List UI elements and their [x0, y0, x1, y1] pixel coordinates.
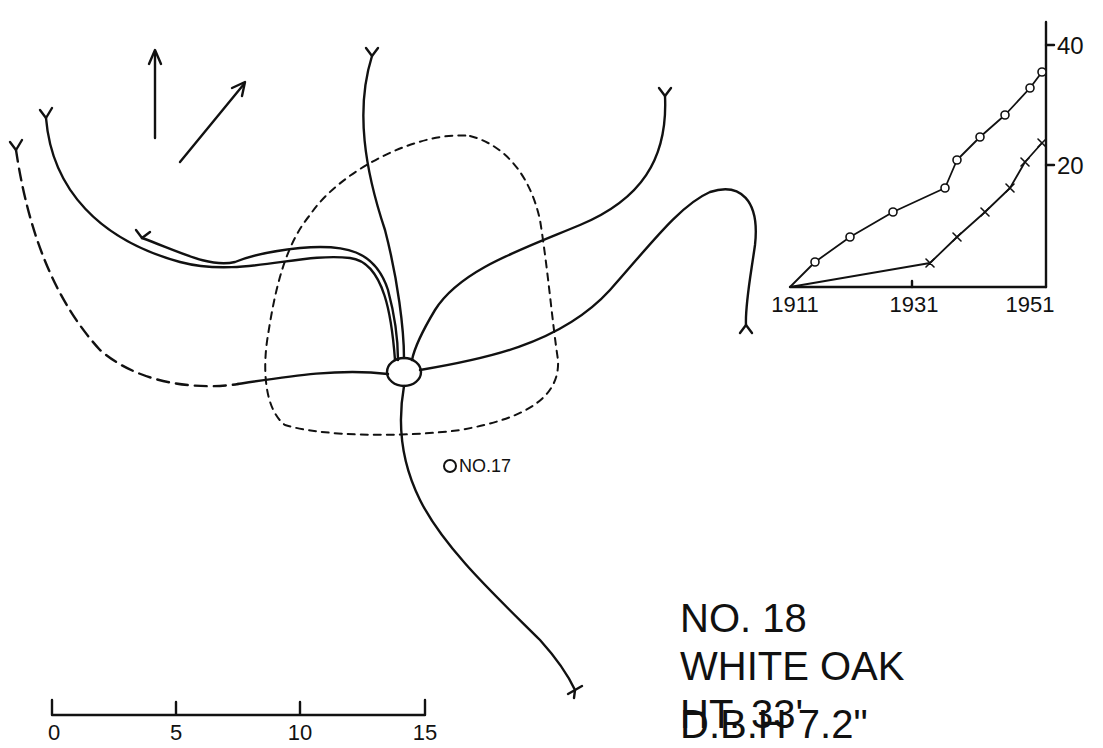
chart-tick [911, 281, 913, 287]
root [420, 189, 756, 370]
height-points [811, 68, 1046, 266]
scale-bar [52, 700, 425, 715]
crown-outline [265, 135, 558, 434]
root-tip [659, 88, 671, 96]
species-name: WHITE OAK [680, 646, 904, 686]
diameter-series [790, 143, 1042, 287]
year-label: 1911 [771, 294, 818, 316]
scale-number: 5 [170, 722, 182, 744]
arrow-head [232, 82, 245, 96]
root-dashed [16, 150, 238, 386]
root [401, 386, 575, 690]
root [238, 372, 388, 384]
arrow-head [149, 50, 161, 64]
root-tip [740, 325, 752, 333]
tree-title: NO. 18 [680, 598, 807, 638]
root [412, 96, 665, 360]
chart-axis [790, 286, 1046, 288]
scale-number: 0 [48, 722, 60, 744]
root [142, 238, 398, 360]
north-arrow [154, 52, 156, 138]
year-label: 1951 [1006, 294, 1055, 316]
axis-value: 40 [1057, 34, 1084, 58]
trunk-section [387, 358, 421, 386]
year-label: 1931 [890, 294, 939, 316]
root-tip [366, 48, 378, 56]
root [363, 56, 404, 358]
root [46, 118, 395, 360]
root-tip [40, 108, 52, 118]
root-tip [568, 686, 582, 698]
scale-number: 15 [413, 722, 437, 744]
root-tip [10, 140, 22, 150]
tree-number: NO.17 [459, 457, 511, 475]
root-tip [136, 230, 150, 238]
chart-axis [1045, 22, 1047, 287]
tree-marker [444, 460, 456, 472]
scale-number: 10 [288, 722, 312, 744]
axis-value: 20 [1057, 154, 1084, 178]
wind-arrow [180, 84, 244, 162]
height-series [790, 72, 1042, 287]
chart-tick [1046, 45, 1054, 165]
diameter-note: D.B.H 7.2" [680, 704, 868, 744]
diameter-points [926, 139, 1046, 267]
